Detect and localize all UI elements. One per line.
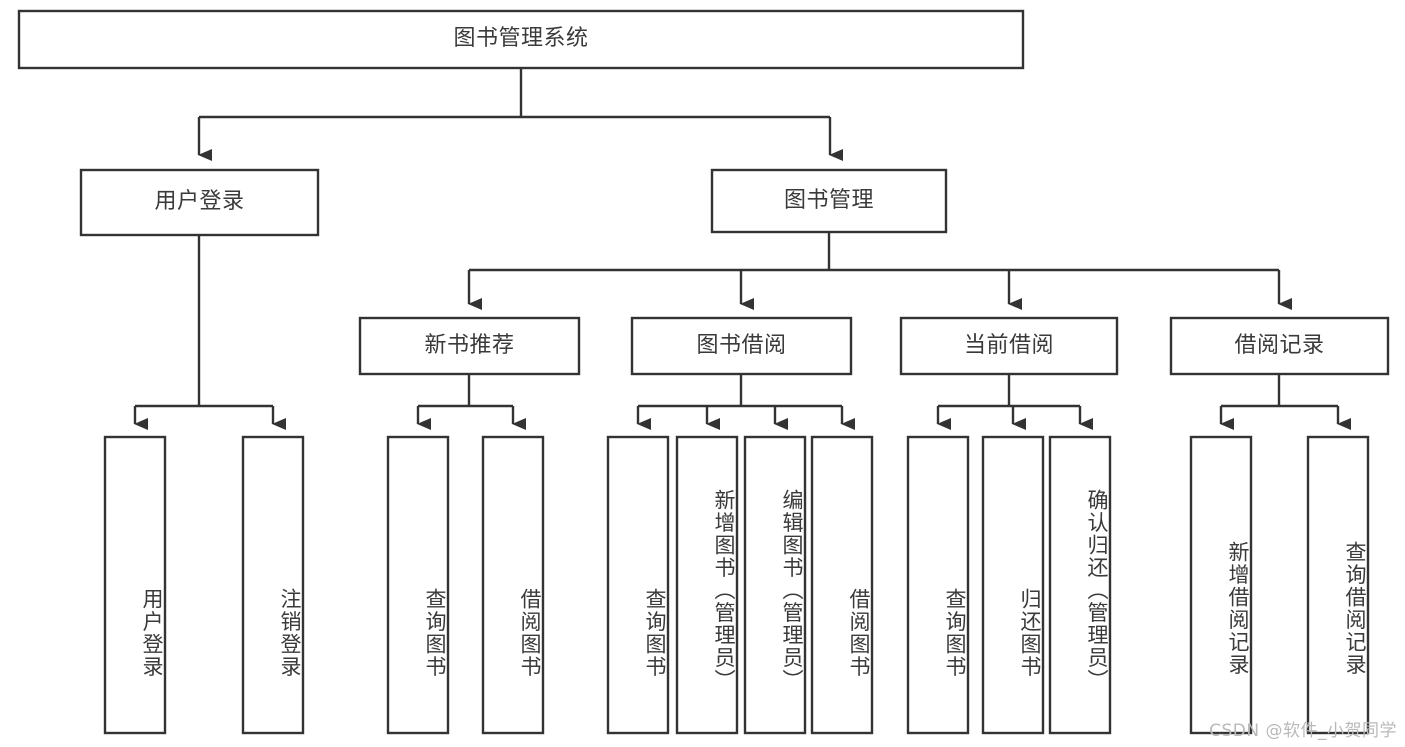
node-current-borrow-box[interactable] bbox=[899, 316, 1119, 376]
leaf-query-record-box[interactable] bbox=[1306, 435, 1370, 735]
node-boxes bbox=[17, 9, 1390, 735]
leaf-query-book-borrow-box[interactable] bbox=[606, 435, 670, 735]
connector-borrow-record-to-leaves bbox=[1219, 374, 1351, 430]
leaf-edit-book-box[interactable] bbox=[743, 435, 807, 735]
node-user-login-box[interactable] bbox=[79, 168, 320, 237]
leaf-logout-box[interactable] bbox=[241, 435, 305, 735]
connector-current-borrow-to-leaves bbox=[936, 374, 1093, 430]
node-new-book-recommend-box[interactable] bbox=[358, 316, 581, 376]
node-borrow-record-box[interactable] bbox=[1169, 316, 1390, 376]
leaf-user-login-box[interactable] bbox=[103, 435, 167, 735]
connector-root-to-level2 bbox=[197, 68, 843, 161]
connector-book-borrow-to-leaves bbox=[636, 374, 855, 430]
leaf-query-book-cur-box[interactable] bbox=[906, 435, 970, 735]
leaf-return-book-box[interactable] bbox=[981, 435, 1045, 735]
connector-book-manage-to-level3 bbox=[467, 232, 1292, 310]
connector-new-book-recommend-to-leaves bbox=[416, 374, 526, 430]
leaf-add-record-box[interactable] bbox=[1189, 435, 1253, 735]
leaf-borrow-book-box[interactable] bbox=[810, 435, 874, 735]
node-book-manage-box[interactable] bbox=[710, 168, 948, 234]
leaf-query-book-rec-box[interactable] bbox=[386, 435, 450, 735]
node-book-borrow-box[interactable] bbox=[630, 316, 853, 376]
leaf-add-book-box[interactable] bbox=[675, 435, 739, 735]
connector-user-login-to-leaves bbox=[133, 235, 286, 430]
leaf-confirm-return-box[interactable] bbox=[1048, 435, 1112, 735]
leaf-borrow-book-rec-box[interactable] bbox=[481, 435, 545, 735]
node-root-box[interactable] bbox=[17, 9, 1025, 70]
csdn-watermark: CSDN @软件_小贺同学 bbox=[1209, 721, 1397, 741]
